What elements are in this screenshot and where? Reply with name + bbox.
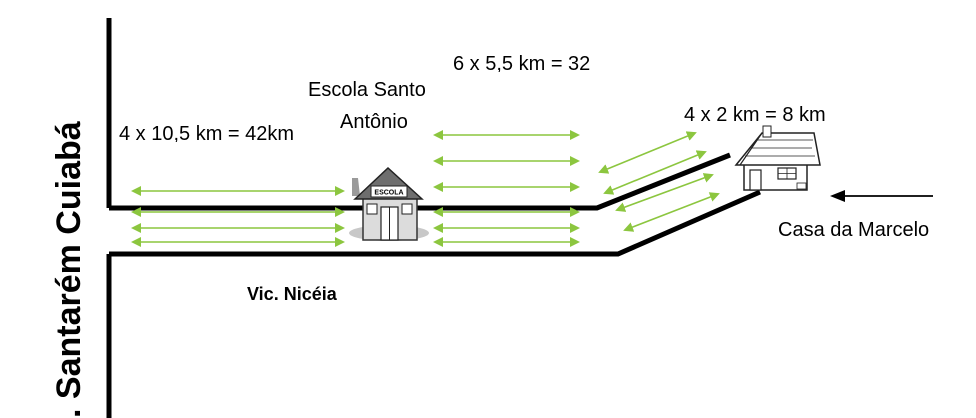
segment-right-label: 4 x 2 km = 8 km <box>684 105 826 123</box>
distance-arrow <box>598 131 697 174</box>
arrow-group-left <box>131 186 345 247</box>
road-vertical-label: . Santarém Cuiabá <box>50 121 88 418</box>
road-vertical-label-box: . Santarém Cuiabá <box>46 60 90 418</box>
school-sign: ESCOLA <box>374 190 403 197</box>
side-road-upper-edge <box>109 152 731 211</box>
road-name-label: Vic. Nicéia <box>247 285 337 304</box>
pointer-arrow-icon <box>830 190 933 202</box>
arrow-group-right <box>598 131 720 232</box>
school-name-line1: Escola Santo <box>308 80 426 101</box>
segment-left-label: 4 x 10,5 km = 42km <box>119 124 295 142</box>
school-icon <box>349 166 429 241</box>
distance-arrow <box>623 192 720 232</box>
house-icon <box>734 125 821 191</box>
school-name-line2: Antônio <box>340 112 408 129</box>
side-road-lower-edge <box>109 189 762 257</box>
segment-middle-label: 6 x 5,5 km = 32 <box>453 54 591 72</box>
arrow-group-middle <box>433 130 580 247</box>
house-label: Casa da Marcelo <box>778 220 930 241</box>
